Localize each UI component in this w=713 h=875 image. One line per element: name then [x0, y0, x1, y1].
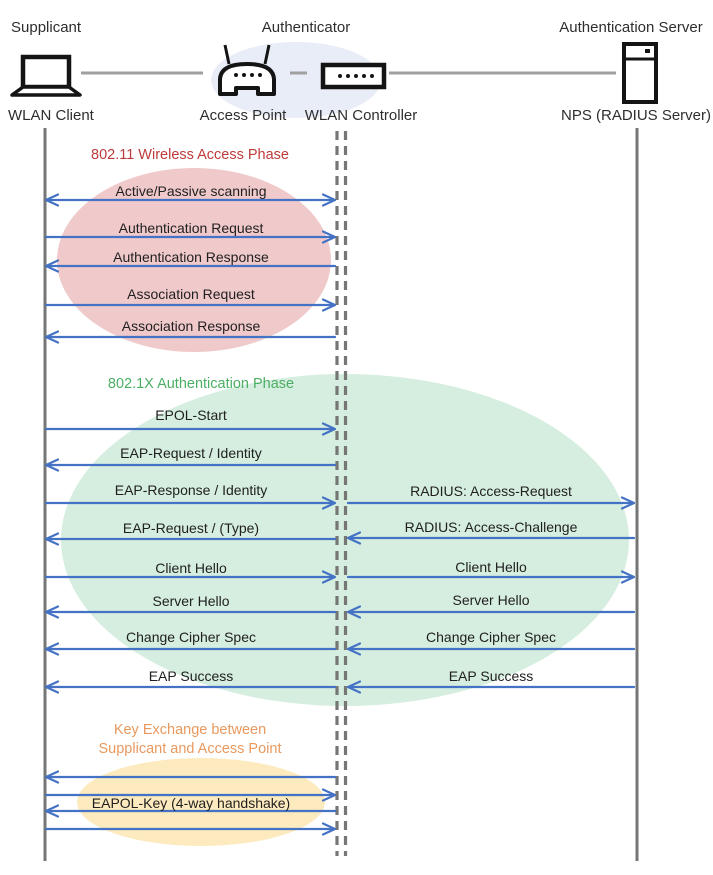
arrow-radius-access-request [346, 496, 636, 510]
message-label: RADIUS: Access-Challenge [404, 519, 578, 535]
message-label: EAP Success [448, 668, 534, 684]
arrow-eapol-key-1 [44, 770, 337, 784]
arrow-client-hello-left [44, 570, 337, 584]
message-label: Change Cipher Spec [126, 629, 256, 645]
laptop-icon [10, 54, 82, 97]
message-label: EPOL-Start [155, 407, 227, 423]
authenticator-group-ellipse [211, 42, 381, 118]
arrow-eap-response-identity [44, 496, 337, 510]
phase-title-wireless: 802.11 Wireless Access Phase [91, 147, 289, 163]
node-label-nps: NPS (RADIUS Server) [560, 107, 712, 124]
message-label: Server Hello [152, 593, 230, 609]
phase-title-dot1x: 802.1X Authentication Phase [107, 376, 295, 392]
arrow-server-hello-right [346, 605, 636, 619]
message-label: EAP Success [148, 668, 234, 684]
phase-title-key-exchange-line2: Supplicant and Access Point [98, 741, 282, 757]
message-label: Client Hello [455, 559, 527, 575]
arrow-epol-start [44, 422, 337, 436]
role-authenticator: Authenticator [261, 19, 351, 36]
arrow-authentication-request [44, 230, 337, 244]
arrow-eap-request-type [44, 532, 337, 546]
arrow-association-response [44, 330, 337, 344]
arrow-eapol-key-3 [44, 804, 337, 818]
node-label-access-point: Access Point [199, 107, 287, 124]
arrow-radius-access-challenge [346, 531, 636, 545]
node-label-wlan-controller: WLAN Controller [304, 107, 418, 124]
message-label: Client Hello [155, 560, 227, 576]
arrow-change-cipher-spec-left [44, 642, 337, 656]
message-label: EAP-Request / Identity [120, 445, 262, 461]
message-label: EAP-Request / (Type) [122, 520, 260, 536]
message-label: RADIUS: Access-Request [410, 483, 572, 499]
message-label: EAPOL-Key (4-way handshake) [91, 795, 291, 811]
phase-key-exchange-ellipse [77, 758, 325, 846]
arrow-authentication-response [44, 259, 337, 273]
role-authentication-server: Authentication Server [559, 19, 703, 36]
message-label: Association Response [121, 318, 261, 334]
arrow-eapol-key-2 [44, 788, 337, 802]
message-label: Authentication Response [113, 249, 269, 265]
message-label: Active/Passive scanning [115, 183, 267, 199]
arrow-active-passive-scanning [44, 193, 337, 207]
node-label-wlan-client: WLAN Client [8, 107, 94, 124]
message-label: Association Request [127, 286, 255, 302]
arrow-eapol-key-4 [44, 822, 337, 836]
arrow-client-hello-right [346, 570, 636, 584]
wlan-controller-icon [320, 62, 387, 90]
lifelines [43, 128, 639, 861]
role-supplicant: Supplicant [11, 19, 82, 36]
arrow-eap-success-left [44, 680, 337, 694]
access-point-icon [218, 44, 276, 96]
arrow-eap-request-identity [44, 458, 337, 472]
phase-title-key-exchange-line1: Key Exchange between [113, 722, 267, 738]
message-label: Server Hello [452, 592, 530, 608]
message-label: Authentication Request [118, 220, 264, 236]
arrow-association-request [44, 298, 337, 312]
message-label: EAP-Response / Identity [114, 482, 268, 498]
server-icon [622, 42, 658, 104]
arrow-server-hello-left [44, 605, 337, 619]
arrow-eap-success-right [346, 680, 636, 694]
arrow-change-cipher-spec-right [346, 642, 636, 656]
message-label: Change Cipher Spec [426, 629, 556, 645]
